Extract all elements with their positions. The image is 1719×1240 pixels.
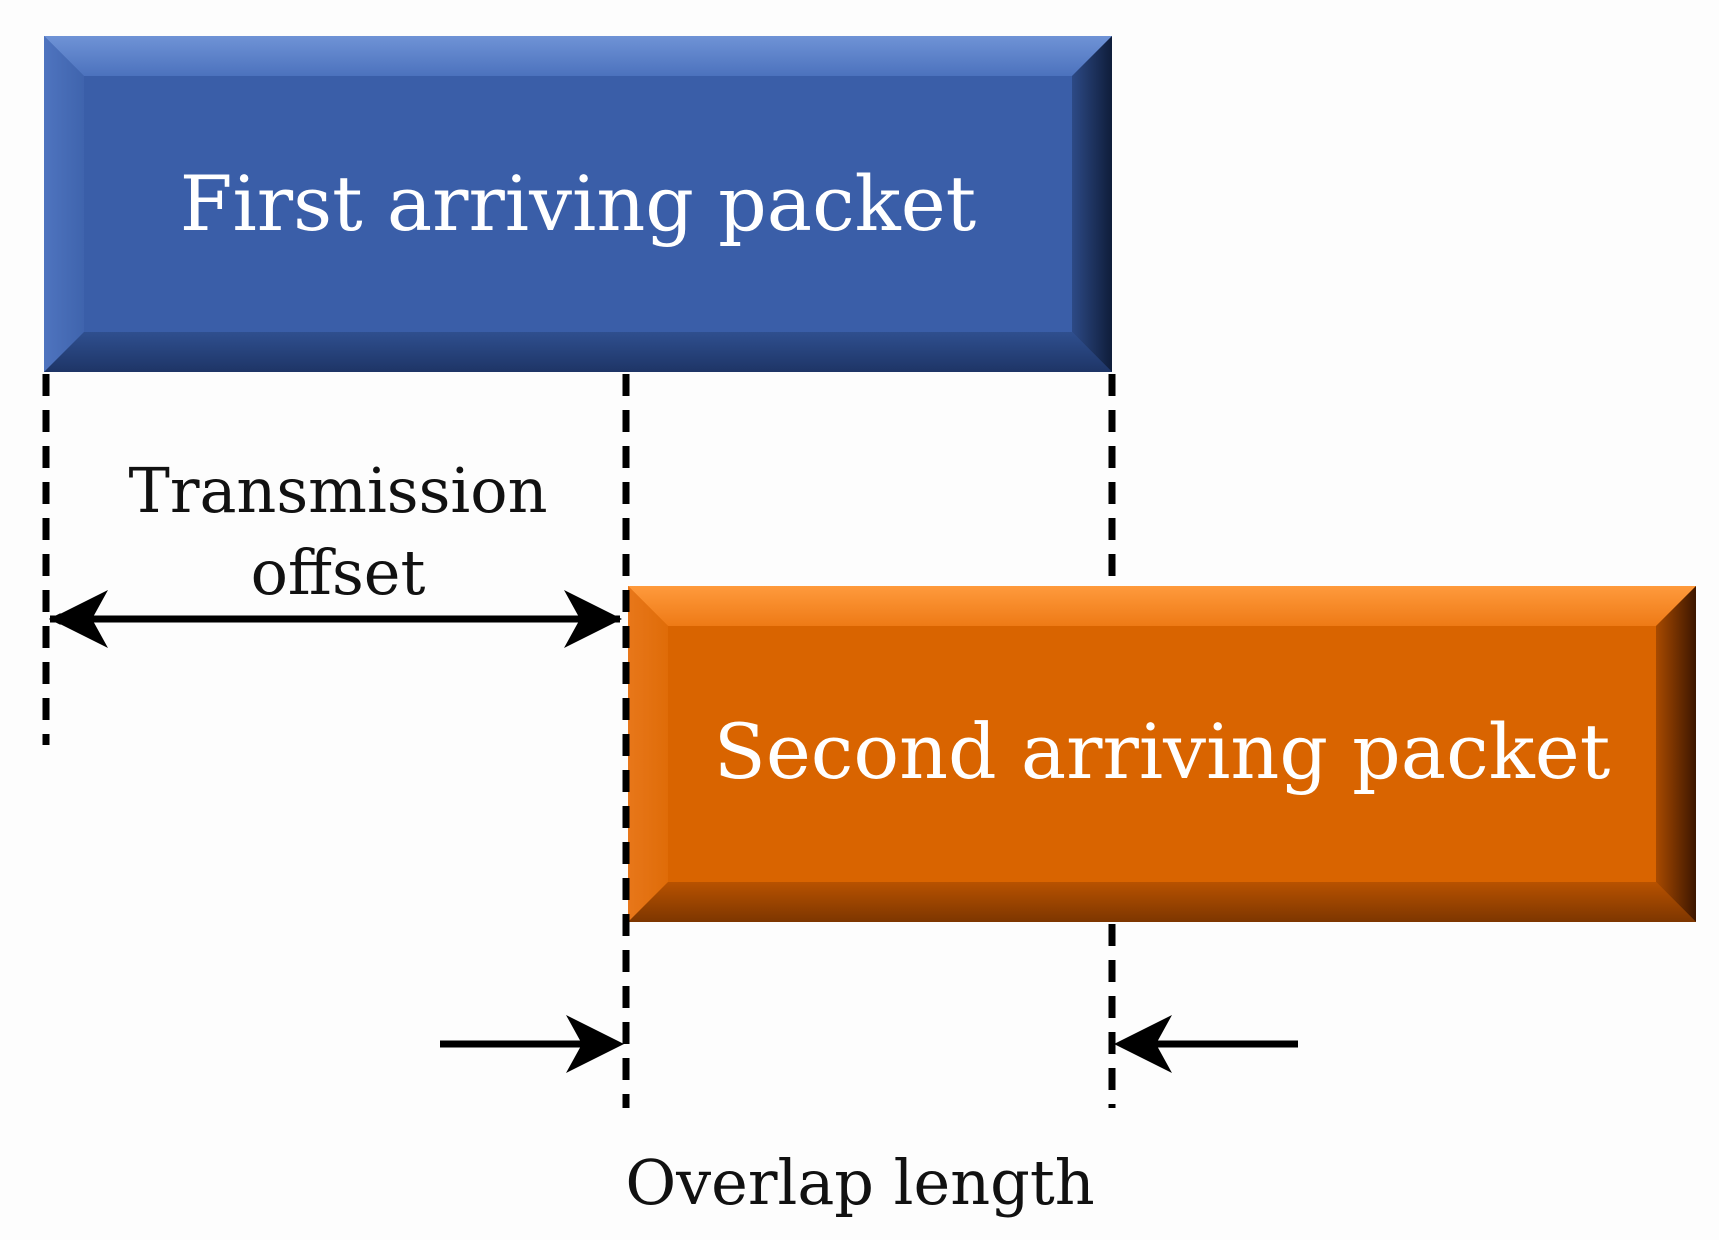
first-packet-bevel-right (1072, 36, 1112, 372)
offset-arrowhead-left (50, 590, 108, 648)
overlap-length-label: Overlap length (625, 1146, 1094, 1219)
first-packet-bevel-left (44, 36, 84, 372)
second-packet-bevel-right (1656, 586, 1696, 922)
first-packet-face (44, 36, 1112, 372)
first-packet-box: First arriving packet (44, 36, 1112, 372)
first-packet-label: First arriving packet (180, 159, 976, 248)
overlap-arrowhead-right (1114, 1015, 1172, 1073)
first-packet-bevel-bottom (44, 332, 1112, 372)
first-packet-bevel-top (44, 36, 1112, 76)
offset-arrowhead-right (564, 590, 622, 648)
transmission-offset-label-line2: offset (251, 536, 426, 609)
second-packet-bevel-bottom (628, 882, 1696, 922)
transmission-offset-arrowheads (50, 590, 622, 648)
second-packet-label: Second arriving packet (714, 707, 1611, 796)
transmission-offset-label-line1: Transmission (128, 454, 547, 527)
second-packet-bevel-top (628, 586, 1696, 626)
second-packet-bevel-left (628, 586, 668, 922)
overlap-arrowhead-left (566, 1015, 624, 1073)
second-packet-box: Second arriving packet (628, 586, 1696, 922)
second-packet-face (628, 586, 1696, 922)
